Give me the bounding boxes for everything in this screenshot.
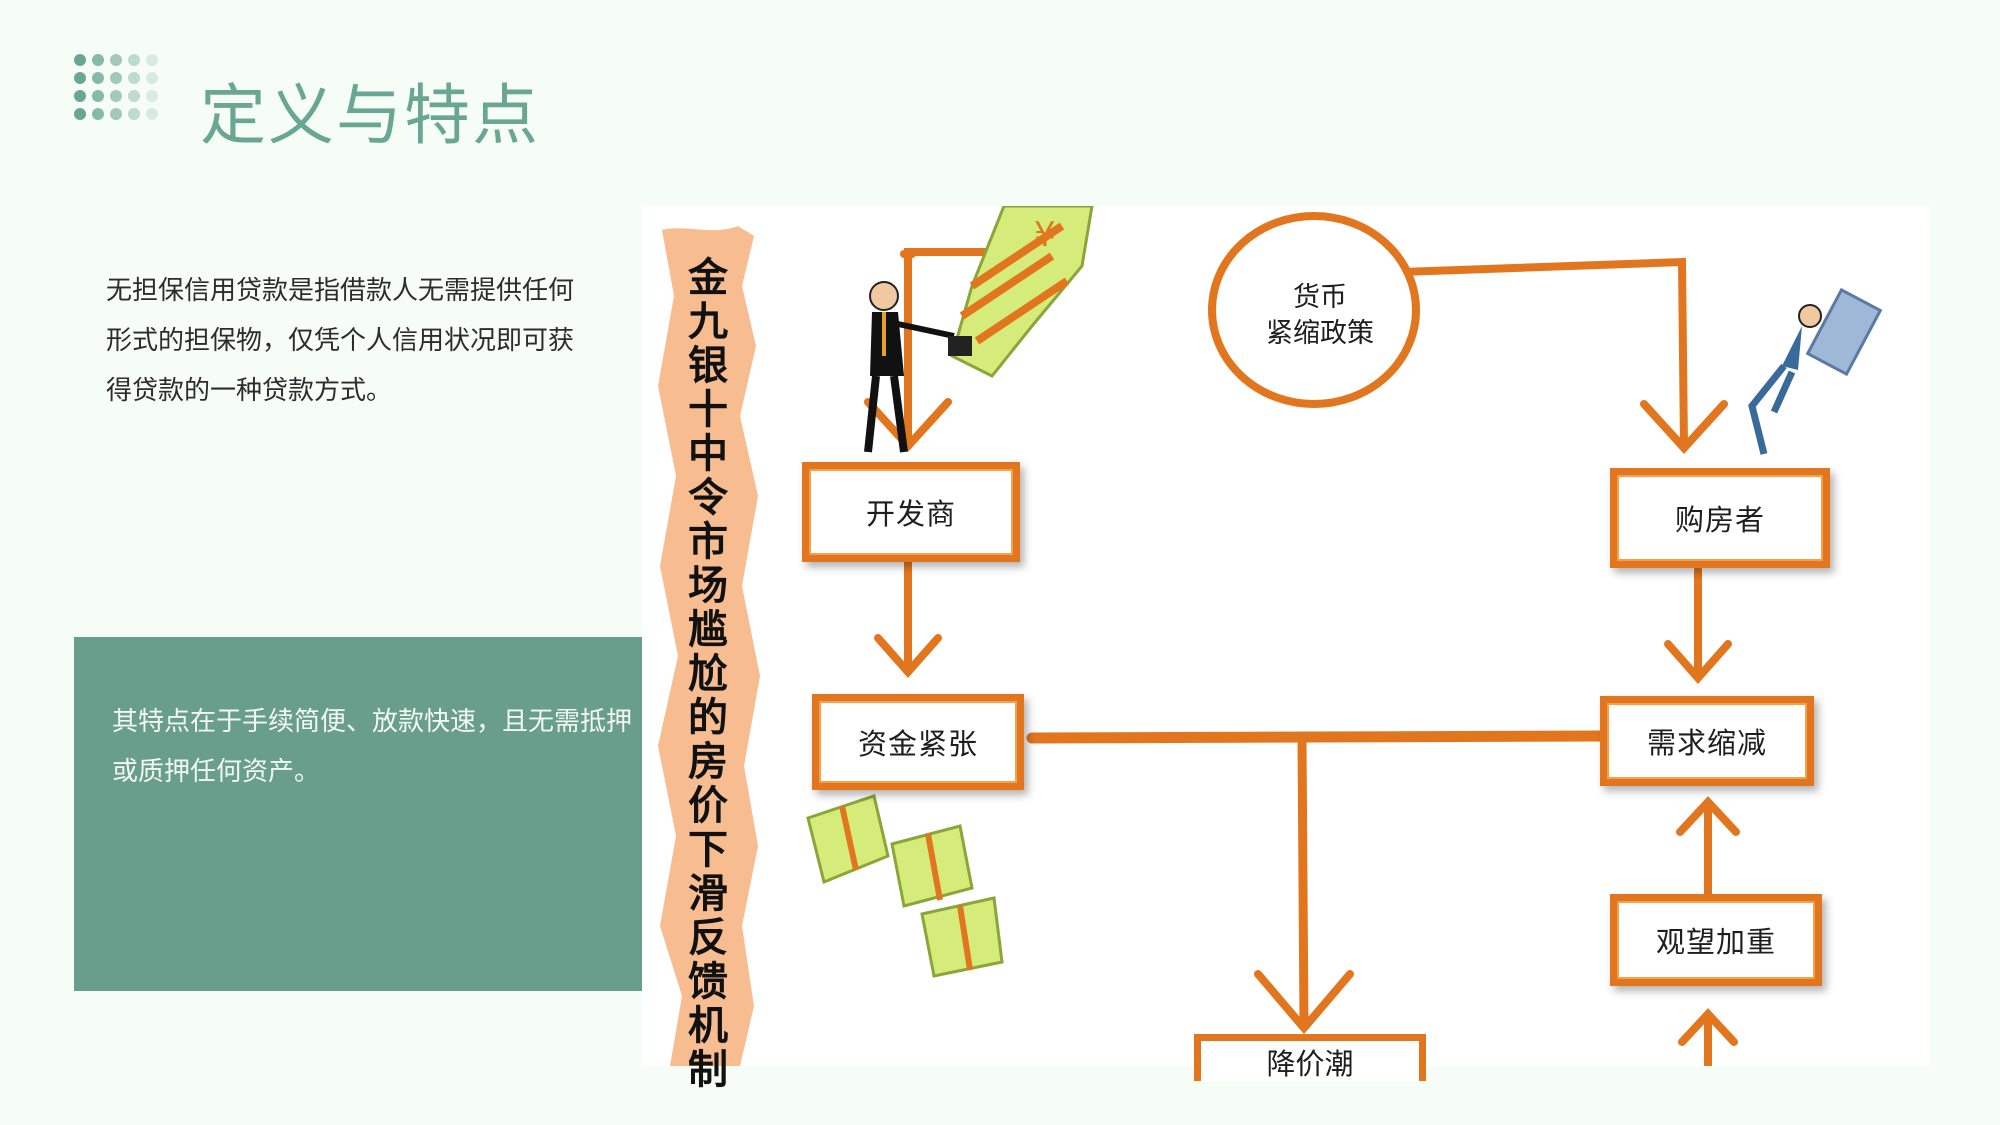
- dot: [110, 54, 122, 66]
- node-funds-tight: 资金紧张: [812, 694, 1024, 790]
- page-title: 定义与特点: [200, 77, 540, 154]
- dot: [110, 108, 122, 120]
- dot: [146, 72, 158, 84]
- dot: [128, 108, 140, 120]
- dot: [92, 108, 104, 120]
- brush-stroke: [658, 226, 760, 1066]
- node-buyer: 购房者: [1610, 468, 1830, 568]
- node-developer: 开发商: [802, 462, 1020, 562]
- node-demand-shrink: 需求缩减: [1600, 696, 1814, 786]
- diagram-lines: ¥: [658, 206, 1883, 1066]
- policy-line2: 紧缩政策: [1266, 318, 1374, 349]
- dot: [92, 72, 104, 84]
- dot: [74, 54, 86, 66]
- dot: [146, 54, 158, 66]
- diagram-vertical-title: 金九银十中令市场尴尬的房价下滑反馈机制: [688, 255, 728, 1093]
- node-wait-and-see: 观望加重: [1610, 894, 1822, 986]
- dot: [92, 54, 104, 66]
- dot: [146, 90, 158, 102]
- node-price-cut: 降价潮: [1194, 1034, 1426, 1081]
- intro-paragraph: 无担保信用贷款是指借款人无需提供任何形式的担保物，仅凭个人信用状况即可获得贷款的…: [106, 276, 575, 406]
- dot: [92, 90, 104, 102]
- businessman-icon: [864, 281, 972, 453]
- dot: [128, 72, 140, 84]
- policy-circle-label: 货币 紧缩政策: [1250, 280, 1390, 352]
- dot: [146, 108, 158, 120]
- feedback-diagram-illustration: ¥ 金九银十中令市场尴尬的房价下滑反馈机制 货币: [642, 206, 1930, 1092]
- dot: [74, 90, 86, 102]
- money-symbol: ¥: [1034, 215, 1056, 255]
- dot: [128, 90, 140, 102]
- dot: [110, 72, 122, 84]
- feature-paragraph: 其特点在于手续简便、放款快速，且无需抵押或质押任何资产。: [112, 707, 633, 787]
- policy-circle: [1208, 212, 1420, 408]
- dot: [110, 90, 122, 102]
- dot: [74, 108, 86, 120]
- house-buyer-icon: [1748, 287, 1883, 455]
- dot: [74, 72, 86, 84]
- money-bundle-icon: ¥: [950, 206, 1094, 378]
- policy-line1: 货币: [1293, 282, 1347, 313]
- dot: [128, 54, 140, 66]
- decorative-dots: [74, 54, 164, 134]
- small-money-bundles-icon: [806, 794, 1004, 978]
